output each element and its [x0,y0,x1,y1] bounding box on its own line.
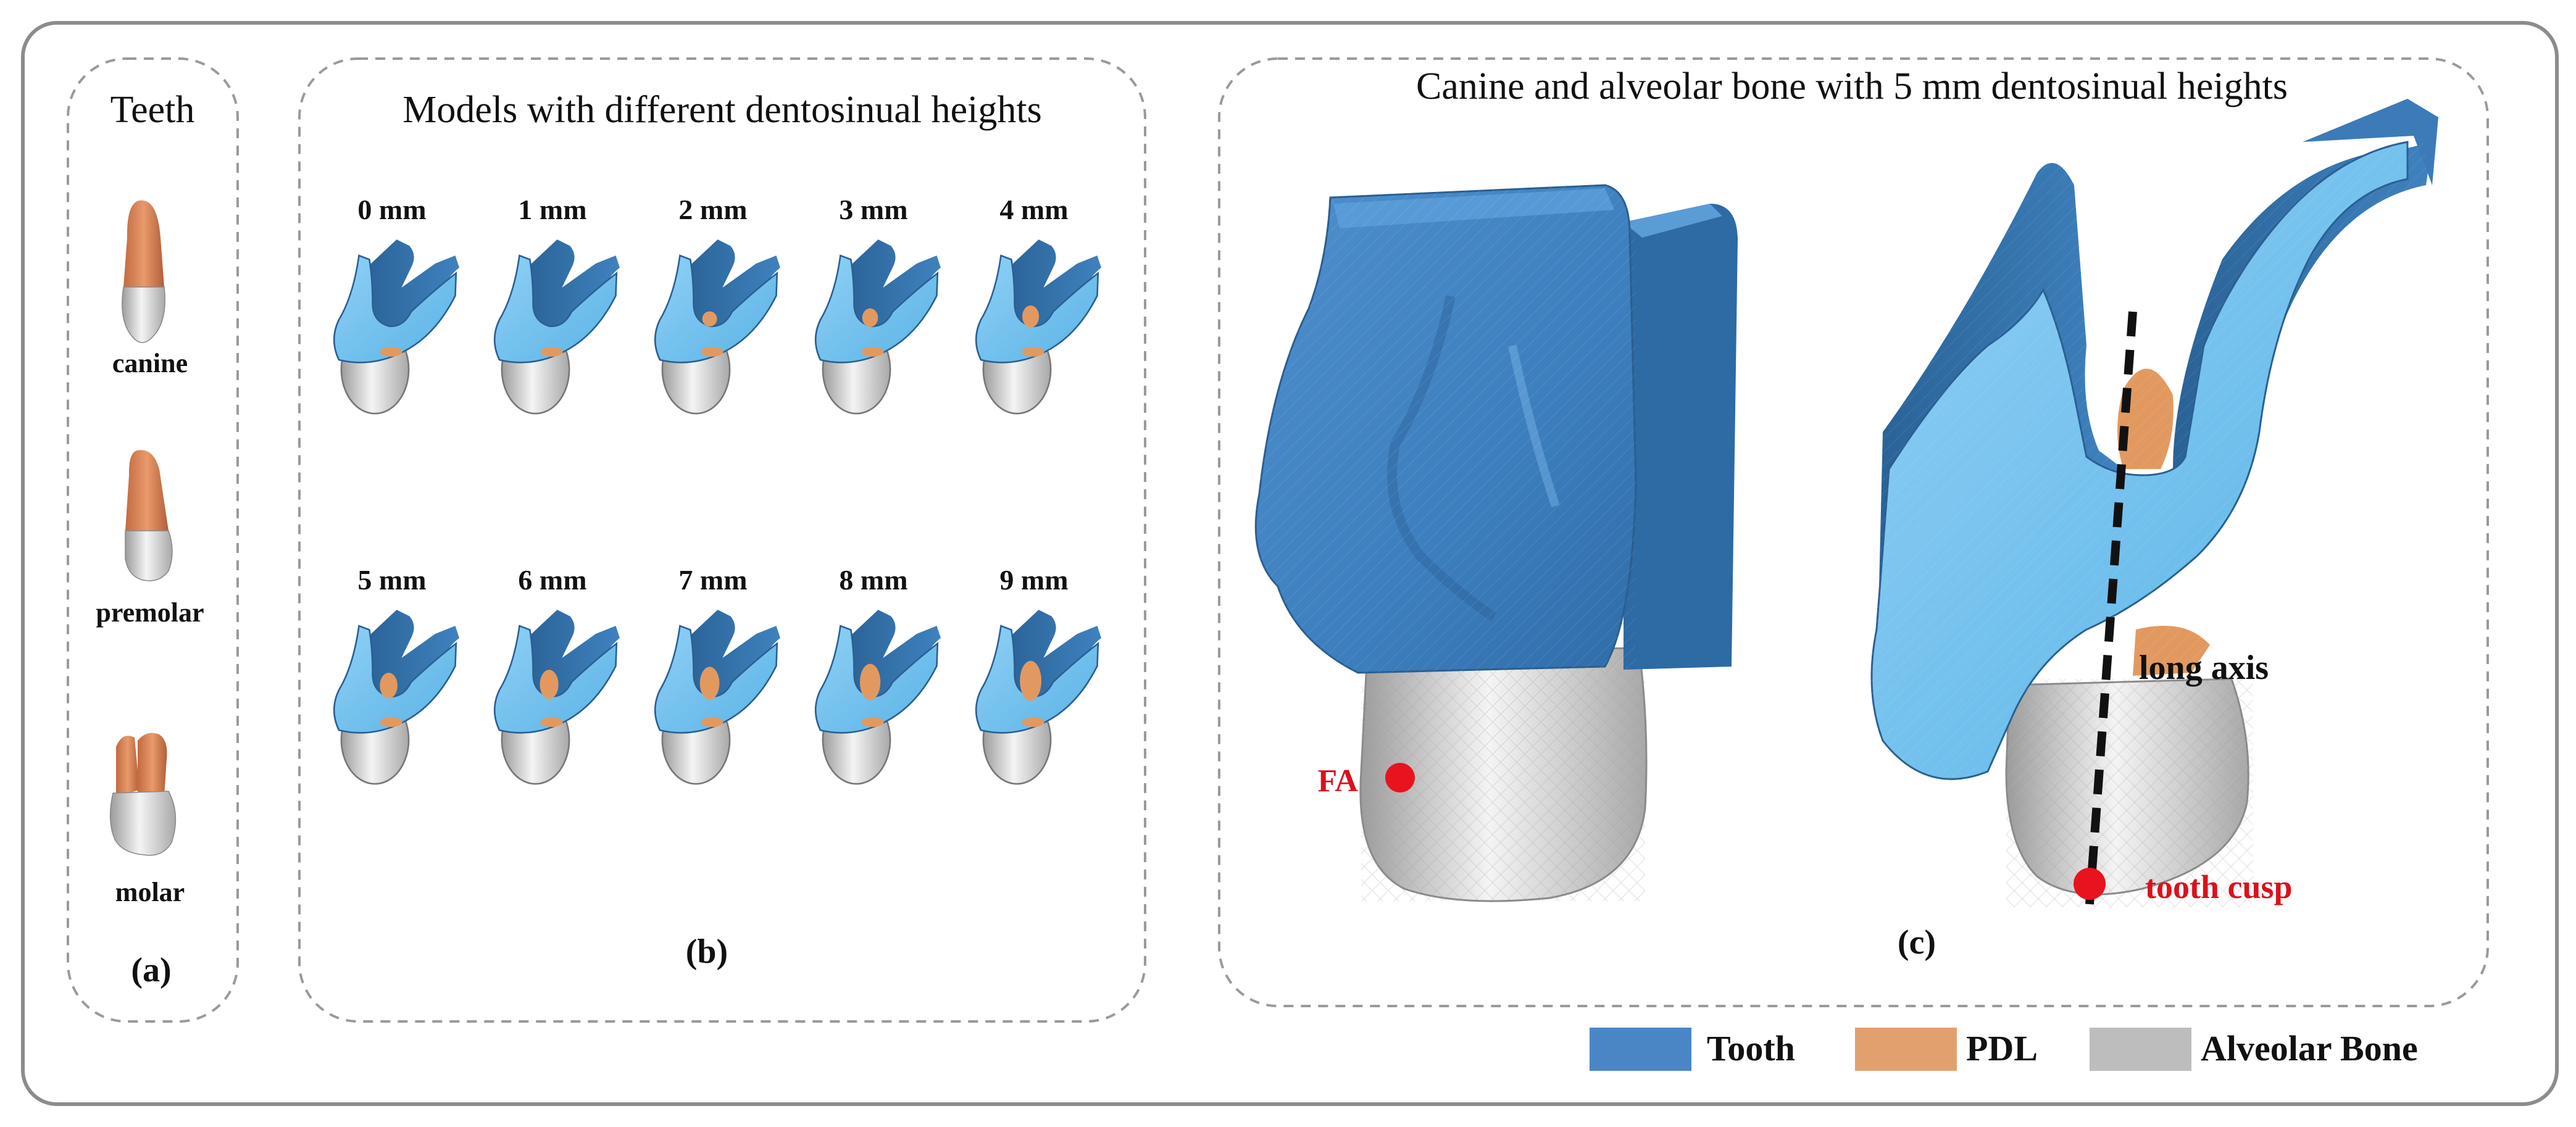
pdl-blob [702,311,717,326]
fa-label: FA [1318,763,1359,799]
legend-label: Alveolar Bone [2201,1028,2418,1068]
panel-b-title: Models with different dentosinual height… [402,89,1041,131]
height-label: 4 mm [999,194,1068,225]
dentosinual-model [654,609,782,785]
legend: Tooth PDL Alveolar Bone [1590,1028,2418,1071]
pdl-blob [699,667,720,700]
panel-c-tag: (c) [1898,923,1936,962]
height-label: 3 mm [839,194,907,225]
pdl-blob [380,673,398,699]
tooth-cusp-point [2074,868,2106,900]
canine-labial-model: FA [1254,184,1738,902]
tooth-cusp-label: tooth cusp [2145,868,2293,905]
pdl-blob [859,663,881,701]
dentosinual-model [975,238,1103,415]
tooth-label-premolar: premolar [96,597,204,628]
panel-a-frame [67,57,239,1023]
legend-swatch [1590,1028,1691,1071]
pdl-blob [1020,660,1042,701]
legend-swatch [2090,1028,2191,1071]
tooth-label-canine: canine [112,348,188,378]
pdl-blob [540,670,559,699]
panel-a-tag: (a) [131,951,171,989]
legend-swatch [1855,1028,1957,1071]
legend-label: PDL [1966,1028,2038,1068]
height-label: 2 mm [678,194,747,225]
dentosinual-model [493,238,621,415]
pdl-blob [862,308,878,327]
outer-frame [21,21,2559,1106]
panel-b-frame [298,57,1146,1023]
height-label: 7 mm [678,564,747,596]
model-grid: 0 mm 1 mm 2 mm 3 mm 4 mm 5 mm 6 mm 7 mm 8 mm 9 mm [333,194,1103,785]
panel-c-frame [1218,57,2489,1007]
premolar-tooth-icon [125,450,173,581]
height-label: 6 mm [518,564,586,596]
long-axis-line [2085,311,2137,905]
panel-c: Canine and alveolar bone with 5 mm dento… [1218,57,2489,1007]
dentosinual-model [493,609,621,785]
tooth-label-molar: molar [115,877,185,907]
panel-a-title: Teeth [110,89,195,131]
height-label: 9 mm [999,564,1068,596]
dentosinual-model [814,609,942,785]
dentosinual-model [333,238,461,415]
height-label: 0 mm [357,194,426,225]
height-label: 5 mm [357,564,426,596]
molar-tooth-icon [109,733,177,856]
panel-a: Teeth canine premolar molar (a) [67,57,239,1023]
dentosinual-model [975,609,1103,785]
long-axis-label: long axis [2139,649,2269,687]
dentosinual-model [333,609,461,785]
legend-label: Tooth [1707,1028,1795,1068]
height-label: 8 mm [839,564,907,596]
fa-point [1385,763,1415,792]
panel-b-tag: (b) [686,933,728,971]
dentosinual-model [814,238,942,415]
panel-c-title: Canine and alveolar bone with 5 mm dento… [1416,65,2288,107]
height-label: 1 mm [518,194,586,225]
panel-b: Models with different dentosinual height… [298,57,1146,1023]
canine-tooth-icon [122,200,165,343]
dentosinual-model [654,238,782,415]
canine-section-model: long axis tooth cusp [1870,99,2438,907]
pdl-blob [1022,305,1040,328]
